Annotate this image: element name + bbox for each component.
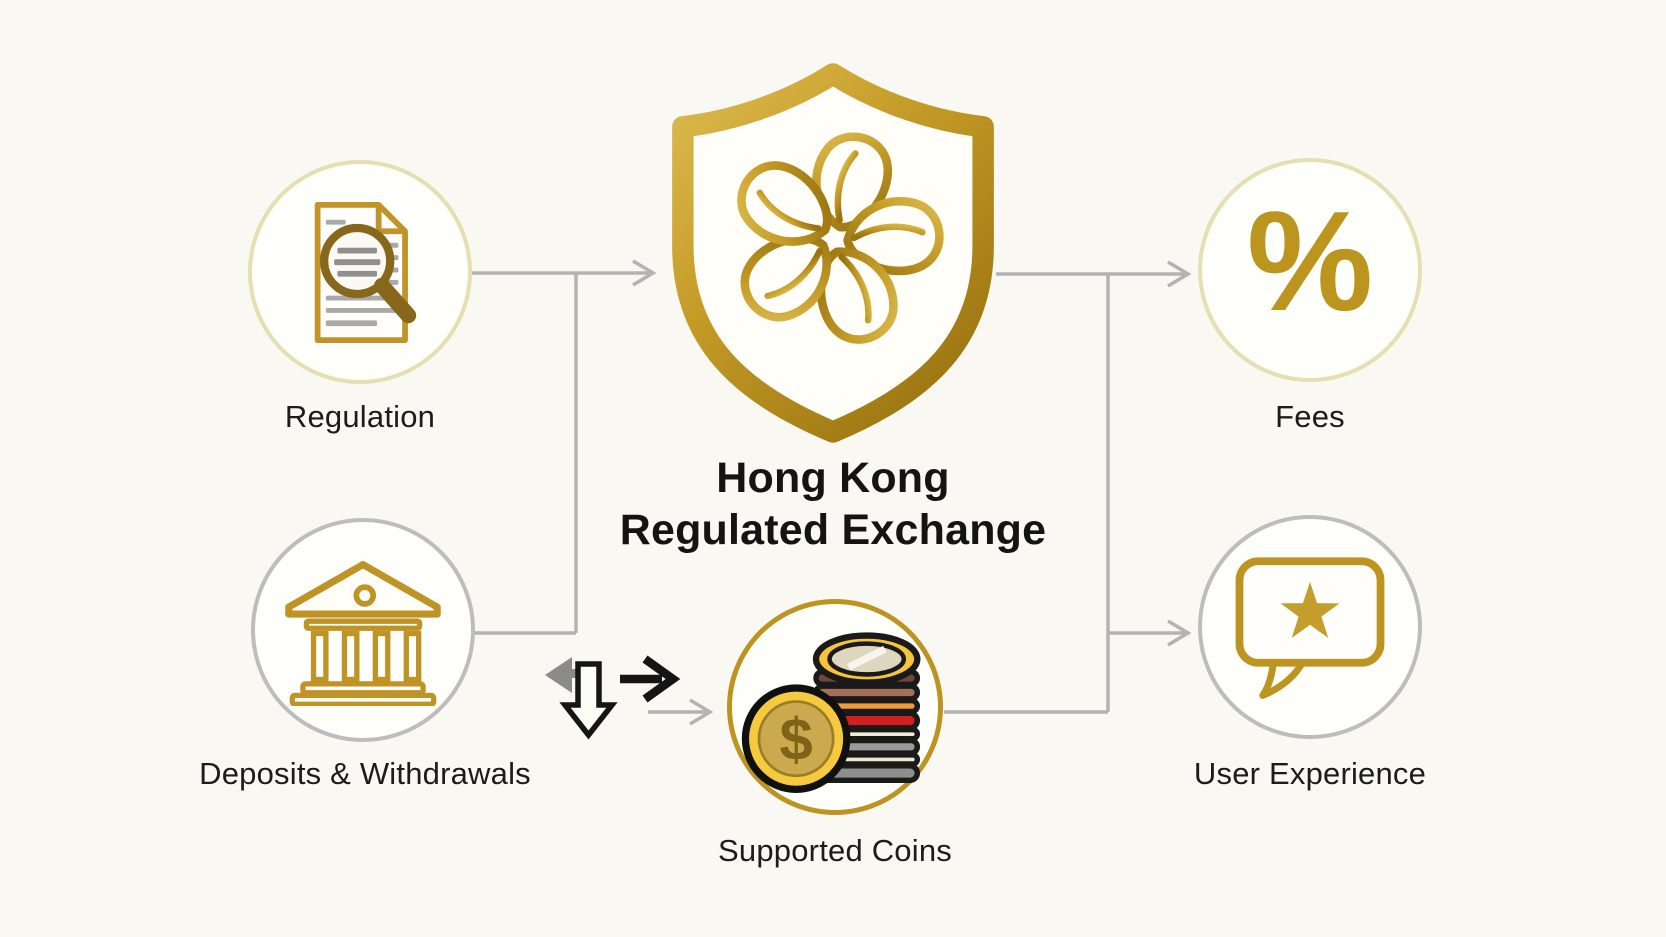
arrowhead-into-ux xyxy=(1167,619,1192,647)
title-line-1: Hong Kong xyxy=(716,454,950,502)
left-arrow-stub xyxy=(571,669,588,678)
label-coins: Supported Coins xyxy=(718,833,952,868)
node-fees: % xyxy=(1198,158,1422,382)
right-arrow-icon xyxy=(620,655,681,703)
bauhinia-flower xyxy=(737,132,944,344)
arrow-cluster xyxy=(545,655,681,740)
node-deposits xyxy=(251,518,475,742)
arrowhead-into-shield xyxy=(632,259,657,287)
down-arrow-icon xyxy=(559,661,618,740)
dollar-sign: $ xyxy=(779,705,812,772)
label-ux: User Experience xyxy=(1193,756,1427,791)
label-fees: Fees xyxy=(1275,399,1345,434)
percent-icon: % xyxy=(1246,182,1374,341)
node-coins: $ xyxy=(727,599,943,815)
left-arrowhead-icon xyxy=(545,657,572,693)
chat-star-icon xyxy=(1235,556,1385,699)
node-regulation xyxy=(248,160,472,384)
arrowhead-into-fees xyxy=(1167,260,1192,288)
page-title: Hong Kong Regulated Exchange xyxy=(483,452,1183,556)
label-deposits: Deposits & Withdrawals xyxy=(199,756,531,791)
speech-bubble-tail xyxy=(1259,655,1308,699)
title-line-2: Regulated Exchange xyxy=(619,506,1047,554)
shield-bauhinia-icon xyxy=(668,58,998,443)
star-icon xyxy=(1280,581,1340,638)
arrowhead-into-coins xyxy=(689,698,714,726)
node-ux xyxy=(1198,515,1422,739)
label-regulation: Regulation xyxy=(284,399,436,434)
document-magnifier-icon xyxy=(314,201,416,343)
coin-stack-icon: $ xyxy=(741,632,921,793)
bank-icon xyxy=(285,561,441,706)
